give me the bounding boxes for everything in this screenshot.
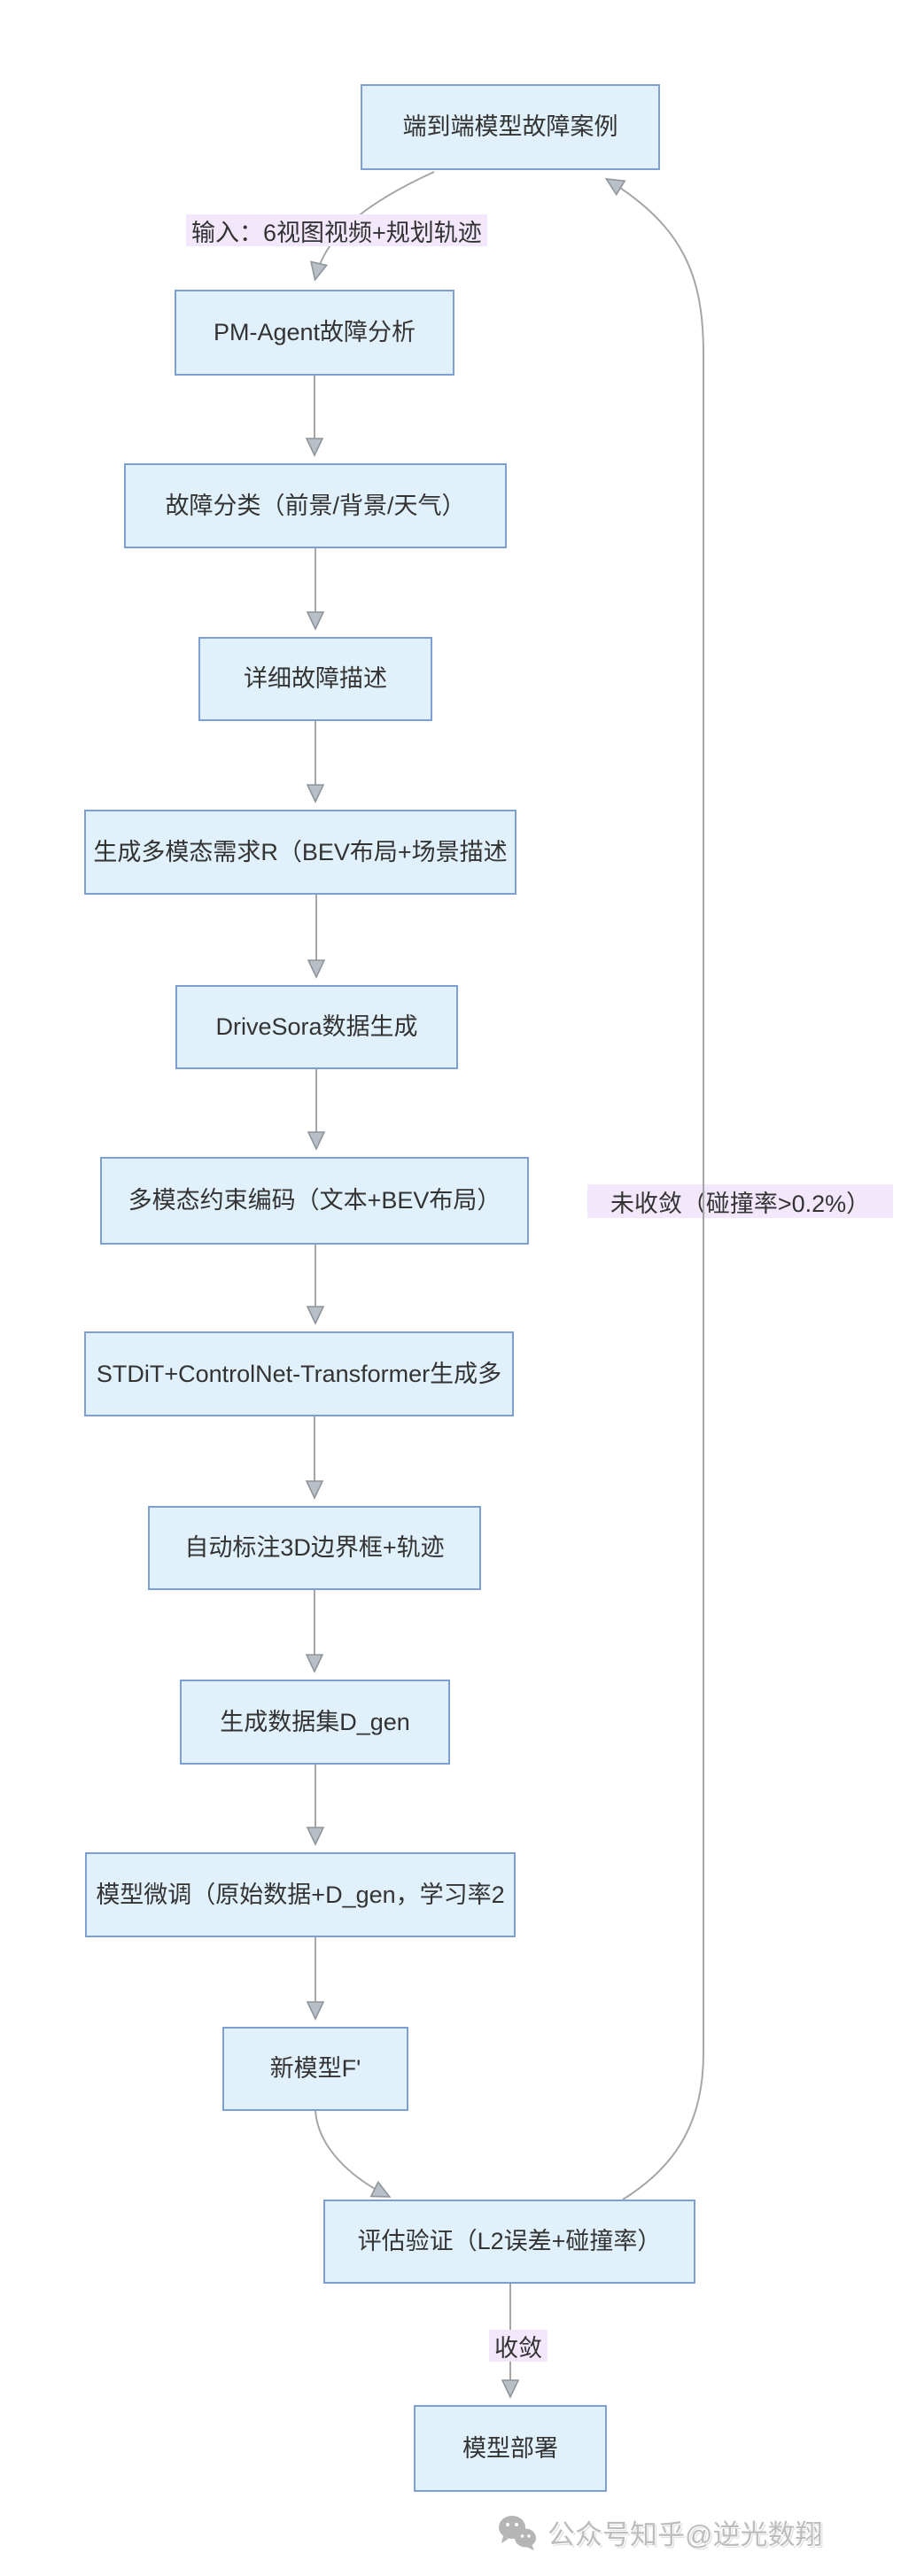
node-auto-label-3d: 自动标注3D边界框+轨迹: [148, 1506, 481, 1590]
node-model-finetune: 模型微调（原始数据+D_gen，学习率2: [85, 1852, 516, 1937]
node-stdit-transformer: STDiT+ControlNet-Transformer生成多: [84, 1331, 514, 1416]
edge-newmodel-to-evaluate: [315, 2110, 392, 2198]
node-new-model: 新模型F': [222, 2027, 408, 2111]
edge-label-input: 输入：6视图视频+规划轨迹: [186, 214, 487, 246]
node-gen-requirement: 生成多模态需求R（BEV布局+场景描述: [84, 810, 517, 895]
watermark: 公众号知乎@逆光数翔: [496, 2512, 822, 2552]
node-drivesora-gen: DriveSora数据生成: [175, 985, 458, 1069]
wechat-icon: [499, 2515, 536, 2550]
node-evaluate-validate: 评估验证（L2误差+碰撞率）: [323, 2200, 695, 2284]
node-fault-description: 详细故障描述: [198, 637, 432, 721]
node-fault-classify: 故障分类（前景/背景/天气）: [124, 463, 507, 548]
edge-label-not-converged: 未收敛（碰撞率>0.2%）: [587, 1184, 893, 1218]
watermark-text: 公众号知乎@逆光数翔: [548, 2519, 823, 2550]
node-gen-dataset: 生成数据集D_gen: [180, 1680, 450, 1765]
node-pm-agent-analysis: PM-Agent故障分析: [175, 290, 454, 376]
edge-label-converged: 收敛: [489, 2330, 548, 2362]
node-model-deploy: 模型部署: [414, 2405, 607, 2492]
node-failure-case: 端到端模型故障案例: [361, 84, 660, 170]
node-constraint-encode: 多模态约束编码（文本+BEV布局）: [100, 1157, 529, 1245]
